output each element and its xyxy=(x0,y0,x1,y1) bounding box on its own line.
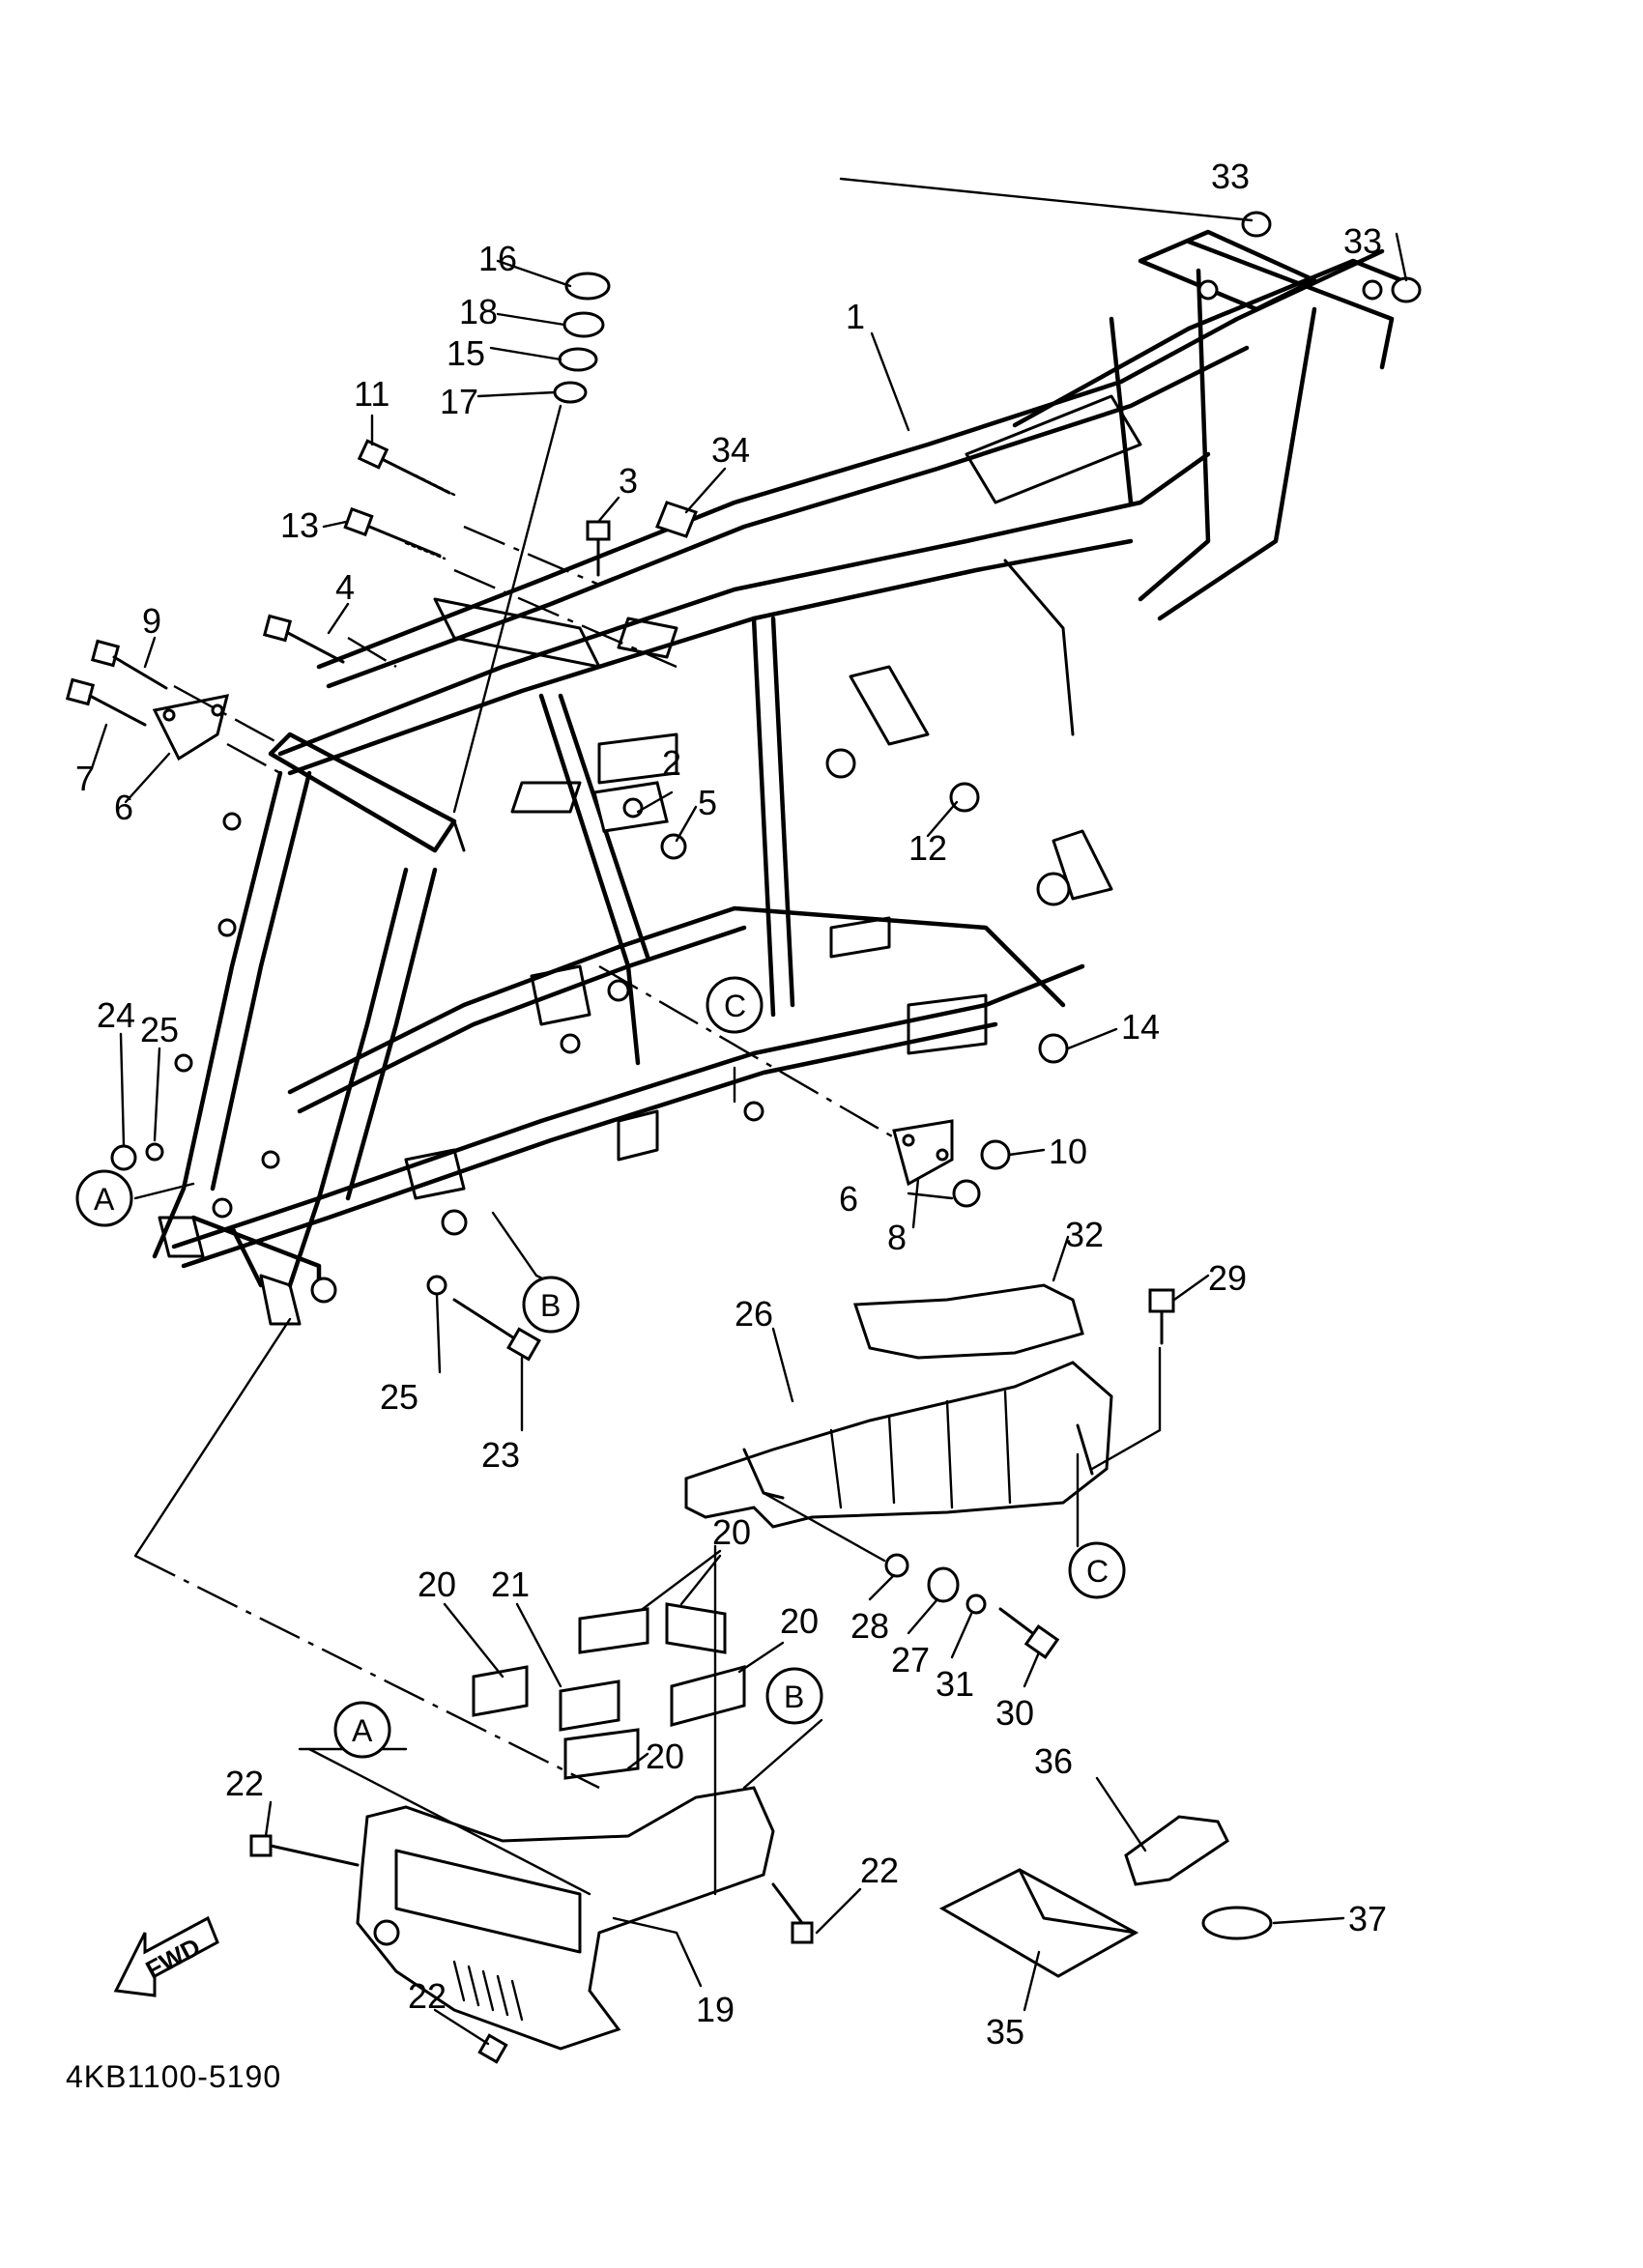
callout-18: 18 xyxy=(459,292,498,331)
reference-marks: A A B B C C xyxy=(75,976,1126,1759)
callout-35: 35 xyxy=(986,2012,1024,2052)
callout-14: 14 xyxy=(1121,1007,1160,1047)
leader-lines xyxy=(90,177,1408,2046)
callout-7: 7 xyxy=(75,759,95,798)
callout-28: 28 xyxy=(850,1606,889,1646)
callout-5: 5 xyxy=(698,783,717,822)
callout-8: 8 xyxy=(887,1218,907,1257)
callout-11: 11 xyxy=(354,374,389,414)
callout-22b: 22 xyxy=(860,1851,899,1890)
callout-24: 24 xyxy=(97,995,135,1035)
callout-23: 23 xyxy=(481,1435,520,1475)
callout-37: 37 xyxy=(1348,1899,1387,1938)
callout-32: 32 xyxy=(1065,1215,1104,1254)
ref-A-frame: A xyxy=(94,1182,115,1217)
callout-3: 3 xyxy=(619,461,638,501)
callout-15: 15 xyxy=(447,333,485,373)
callout-31: 31 xyxy=(936,1664,974,1704)
callout-34: 34 xyxy=(711,430,750,470)
insulator-32 xyxy=(852,1283,1084,1360)
callout-labels: 1 2 3 4 5 6 6 7 8 9 10 11 12 13 14 15 16… xyxy=(75,157,1387,2052)
callout-20a: 20 xyxy=(418,1565,456,1604)
callout-4: 4 xyxy=(335,567,355,607)
callout-13: 13 xyxy=(280,505,319,545)
callout-16: 16 xyxy=(478,239,517,278)
callout-33b: 33 xyxy=(1343,221,1382,261)
callout-1: 1 xyxy=(846,297,865,336)
tool-items xyxy=(938,1815,1273,1978)
ref-B-frame: B xyxy=(540,1288,561,1323)
callout-20b: 20 xyxy=(712,1512,751,1552)
ref-C-frame: C xyxy=(724,989,746,1023)
callout-17: 17 xyxy=(440,382,478,421)
ref-A-skid: A xyxy=(352,1713,373,1748)
callout-9: 9 xyxy=(142,601,161,641)
loose-parts xyxy=(65,211,1422,1659)
callout-6b: 6 xyxy=(839,1179,858,1219)
callout-25a: 25 xyxy=(140,1010,179,1049)
callout-30: 30 xyxy=(995,1693,1034,1733)
callout-10: 10 xyxy=(1049,1132,1087,1171)
callout-22a: 22 xyxy=(225,1764,264,1803)
ref-B-skid: B xyxy=(784,1679,804,1714)
callout-12: 12 xyxy=(908,828,947,868)
callout-20d: 20 xyxy=(646,1737,684,1776)
damper-blocks xyxy=(472,1602,746,1780)
callout-25b: 25 xyxy=(380,1377,418,1417)
callout-20c: 20 xyxy=(780,1601,819,1641)
callout-26: 26 xyxy=(735,1294,773,1334)
callout-22c: 22 xyxy=(408,1976,447,2016)
callout-29: 29 xyxy=(1208,1258,1247,1298)
callout-19: 19 xyxy=(696,1990,735,2029)
callout-27: 27 xyxy=(891,1640,930,1679)
ref-C-shield: C xyxy=(1086,1554,1109,1589)
drawing-code: 4KB1100-5190 xyxy=(66,2059,281,2094)
callout-33a: 33 xyxy=(1211,157,1250,196)
forward-arrow xyxy=(113,1915,219,1997)
heat-shield xyxy=(684,1361,1113,1529)
callout-36: 36 xyxy=(1034,1741,1073,1781)
callout-2: 2 xyxy=(662,743,681,783)
skid-plate xyxy=(249,1786,814,2064)
callout-21: 21 xyxy=(491,1565,530,1604)
main-frame xyxy=(152,229,1404,1326)
callout-6a: 6 xyxy=(114,788,133,827)
